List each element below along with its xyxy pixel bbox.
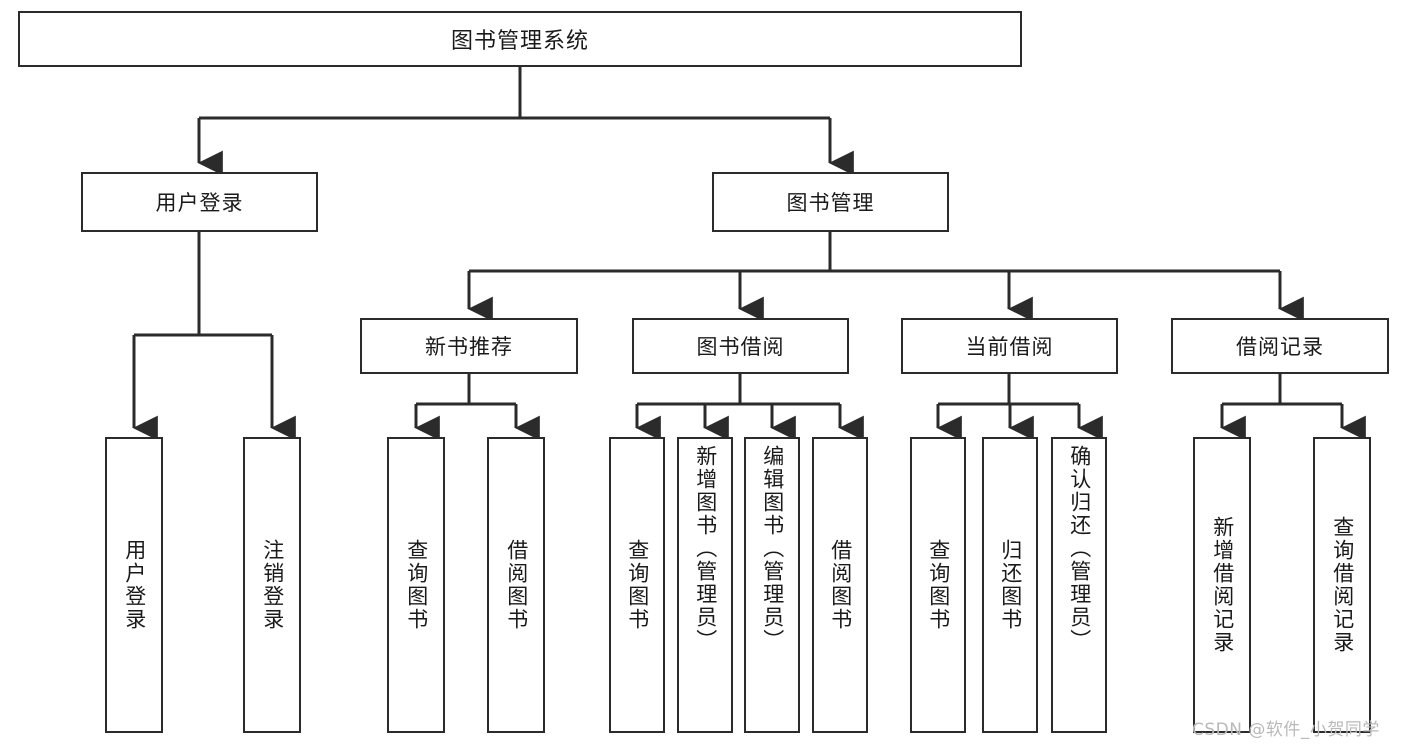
leaf-return-book-label: 归还图书 [998, 539, 1023, 631]
leaf-query-book-1-label: 查询图书 [404, 539, 429, 631]
leaf-query-borrow-record[interactable]: 查询借阅记录 [1313, 437, 1371, 733]
leaf-query-borrow-record-label: 查询借阅记录 [1330, 516, 1355, 654]
node-book-manage-label: 图书管理 [786, 191, 875, 215]
node-book-manage[interactable]: 图书管理 [712, 172, 949, 232]
node-borrow-record-label: 借阅记录 [1236, 335, 1324, 359]
leaf-add-borrow-record[interactable]: 新增借阅记录 [1193, 437, 1251, 733]
leaf-borrow-book-2-label: 借阅图书 [828, 539, 853, 631]
leaf-borrow-book-1-label: 借阅图书 [504, 539, 529, 631]
leaf-confirm-return-admin[interactable]: 确认归还（管理员） [1051, 437, 1107, 733]
leaf-return-book[interactable]: 归还图书 [982, 437, 1038, 733]
leaf-query-book-3-label: 查询图书 [926, 539, 951, 631]
leaf-query-book-2[interactable]: 查询图书 [609, 437, 665, 733]
node-borrow-record[interactable]: 借阅记录 [1171, 318, 1389, 374]
leaf-query-book-1[interactable]: 查询图书 [387, 437, 445, 733]
csdn-watermark: CSDN @软件_小贺同学 [1192, 720, 1380, 740]
node-root[interactable]: 图书管理系统 [18, 11, 1022, 67]
node-book-borrow[interactable]: 图书借阅 [632, 318, 849, 374]
leaf-add-borrow-record-label: 新增借阅记录 [1210, 516, 1235, 654]
node-current-borrow-label: 当前借阅 [965, 335, 1054, 359]
leaf-borrow-book-1[interactable]: 借阅图书 [487, 437, 545, 733]
leaf-borrow-book-2[interactable]: 借阅图书 [812, 437, 868, 733]
leaf-query-book-2-label: 查询图书 [625, 539, 650, 631]
leaf-add-book-admin-label: 新增图书（管理员） [693, 445, 718, 652]
leaf-user-login-label: 用户登录 [122, 539, 147, 631]
leaf-edit-book-admin-label: 编辑图书（管理员） [760, 445, 785, 652]
leaf-edit-book-admin[interactable]: 编辑图书（管理员） [744, 437, 800, 733]
leaf-add-book-admin[interactable]: 新增图书（管理员） [677, 437, 733, 733]
node-user-login[interactable]: 用户登录 [81, 172, 318, 232]
leaf-confirm-return-admin-label: 确认归还（管理员） [1067, 445, 1092, 652]
leaf-user-logout[interactable]: 注销登录 [243, 437, 301, 733]
leaf-user-login[interactable]: 用户登录 [105, 437, 163, 733]
node-book-borrow-label: 图书借阅 [696, 335, 785, 359]
leaf-query-book-3[interactable]: 查询图书 [910, 437, 966, 733]
node-new-book-rec[interactable]: 新书推荐 [360, 318, 578, 374]
node-current-borrow[interactable]: 当前借阅 [901, 318, 1118, 374]
node-new-book-rec-label: 新书推荐 [425, 335, 513, 359]
leaf-user-logout-label: 注销登录 [260, 539, 285, 631]
node-user-login-label: 用户登录 [155, 191, 244, 215]
node-root-label: 图书管理系统 [450, 29, 589, 54]
